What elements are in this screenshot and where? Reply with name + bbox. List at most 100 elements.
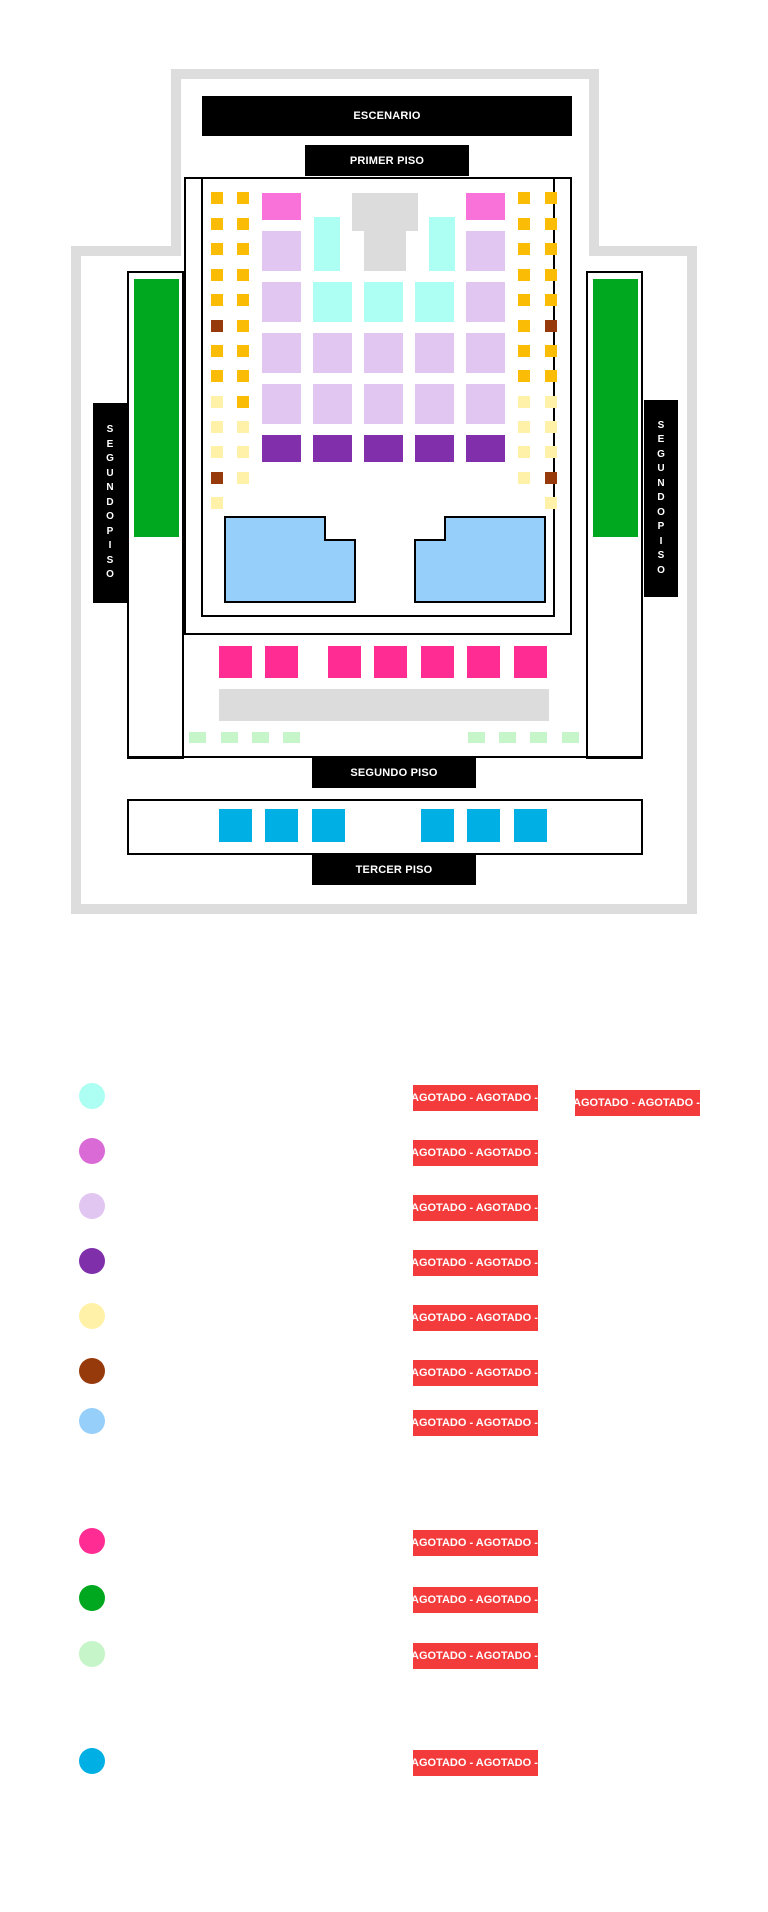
section-lightblue-pair[interactable]	[0, 0, 768, 920]
box-seat[interactable]	[211, 472, 223, 484]
section-pink-left[interactable]	[262, 193, 301, 220]
box-seat[interactable]	[211, 243, 223, 255]
section-lightgreen-8[interactable]	[562, 732, 579, 743]
box-seat[interactable]	[545, 345, 557, 357]
section-lavender-r2-1[interactable]	[262, 282, 301, 322]
section-lightgreen-7[interactable]	[530, 732, 547, 743]
box-seat[interactable]	[237, 192, 249, 204]
section-lavender-r3-4[interactable]	[415, 333, 454, 373]
box-seat[interactable]	[518, 421, 530, 433]
box-seat[interactable]	[545, 472, 557, 484]
section-blue-6[interactable]	[514, 809, 547, 842]
box-seat[interactable]	[237, 218, 249, 230]
section-lightgreen-3[interactable]	[252, 732, 269, 743]
section-lavender-r3-5[interactable]	[466, 333, 505, 373]
box-seat[interactable]	[545, 192, 557, 204]
section-lavender-r3-3[interactable]	[364, 333, 403, 373]
box-seat[interactable]	[211, 294, 223, 306]
box-seat[interactable]	[518, 446, 530, 458]
box-seat[interactable]	[545, 446, 557, 458]
box-seat[interactable]	[518, 396, 530, 408]
box-seat[interactable]	[237, 472, 249, 484]
section-lavender-r2-2[interactable]	[466, 282, 505, 322]
section-blue-1[interactable]	[219, 809, 252, 842]
box-seat[interactable]	[237, 345, 249, 357]
section-hotpink-4[interactable]	[374, 646, 407, 678]
box-seat[interactable]	[211, 269, 223, 281]
box-seat[interactable]	[237, 243, 249, 255]
section-lavender-r1-right[interactable]	[466, 231, 505, 271]
section-cyan-top-right[interactable]	[429, 217, 455, 271]
box-seat[interactable]	[211, 421, 223, 433]
section-pink-right[interactable]	[466, 193, 505, 220]
box-seat[interactable]	[518, 370, 530, 382]
box-seat[interactable]	[545, 320, 557, 332]
box-seat[interactable]	[518, 243, 530, 255]
box-seat[interactable]	[545, 370, 557, 382]
section-cyan-r2-1[interactable]	[313, 282, 352, 322]
section-hotpink-7[interactable]	[514, 646, 547, 678]
section-lightgreen-2[interactable]	[221, 732, 238, 743]
section-lavender-r3-2[interactable]	[313, 333, 352, 373]
box-seat[interactable]	[211, 192, 223, 204]
section-blue-5[interactable]	[467, 809, 500, 842]
box-seat[interactable]	[518, 472, 530, 484]
section-purple-2[interactable]	[313, 435, 352, 462]
section-purple-4[interactable]	[415, 435, 454, 462]
section-blue-2[interactable]	[265, 809, 298, 842]
section-lavender-r4-2[interactable]	[313, 384, 352, 424]
section-lavender-r4-3[interactable]	[364, 384, 403, 424]
section-lightgreen-5[interactable]	[468, 732, 485, 743]
box-seat[interactable]	[237, 320, 249, 332]
box-seat[interactable]	[237, 421, 249, 433]
section-lavender-r3-1[interactable]	[262, 333, 301, 373]
box-seat[interactable]	[211, 497, 223, 509]
section-blue-3[interactable]	[312, 809, 345, 842]
box-seat[interactable]	[545, 294, 557, 306]
box-seat[interactable]	[237, 446, 249, 458]
section-lightgreen-1[interactable]	[189, 732, 206, 743]
box-seat[interactable]	[545, 497, 557, 509]
box-seat[interactable]	[545, 396, 557, 408]
section-purple-3[interactable]	[364, 435, 403, 462]
section-hotpink-3[interactable]	[328, 646, 361, 678]
section-lightgreen-4[interactable]	[283, 732, 300, 743]
section-purple-5[interactable]	[466, 435, 505, 462]
section-lightgreen-6[interactable]	[499, 732, 516, 743]
box-seat[interactable]	[545, 269, 557, 281]
section-green-right[interactable]	[593, 279, 638, 537]
box-seat[interactable]	[518, 345, 530, 357]
box-seat[interactable]	[237, 294, 249, 306]
section-lavender-r1-left[interactable]	[262, 231, 301, 271]
box-seat[interactable]	[518, 192, 530, 204]
section-hotpink-2[interactable]	[265, 646, 298, 678]
box-seat[interactable]	[518, 218, 530, 230]
box-seat[interactable]	[211, 345, 223, 357]
section-green-left[interactable]	[134, 279, 179, 537]
section-blue-4[interactable]	[421, 809, 454, 842]
section-lavender-r4-4[interactable]	[415, 384, 454, 424]
box-seat[interactable]	[518, 269, 530, 281]
box-seat[interactable]	[545, 243, 557, 255]
section-hotpink-6[interactable]	[467, 646, 500, 678]
box-seat[interactable]	[518, 294, 530, 306]
box-seat[interactable]	[518, 320, 530, 332]
box-seat[interactable]	[211, 396, 223, 408]
section-lavender-r4-5[interactable]	[466, 384, 505, 424]
section-hotpink-5[interactable]	[421, 646, 454, 678]
section-cyan-r2-2[interactable]	[364, 282, 403, 322]
box-seat[interactable]	[545, 218, 557, 230]
section-lavender-r4-1[interactable]	[262, 384, 301, 424]
box-seat[interactable]	[237, 269, 249, 281]
box-seat[interactable]	[237, 396, 249, 408]
section-cyan-top-left[interactable]	[314, 217, 340, 271]
section-purple-1[interactable]	[262, 435, 301, 462]
box-seat[interactable]	[237, 370, 249, 382]
section-cyan-r2-3[interactable]	[415, 282, 454, 322]
box-seat[interactable]	[545, 421, 557, 433]
section-hotpink-1[interactable]	[219, 646, 252, 678]
box-seat[interactable]	[211, 218, 223, 230]
box-seat[interactable]	[211, 446, 223, 458]
box-seat[interactable]	[211, 320, 223, 332]
box-seat[interactable]	[211, 370, 223, 382]
